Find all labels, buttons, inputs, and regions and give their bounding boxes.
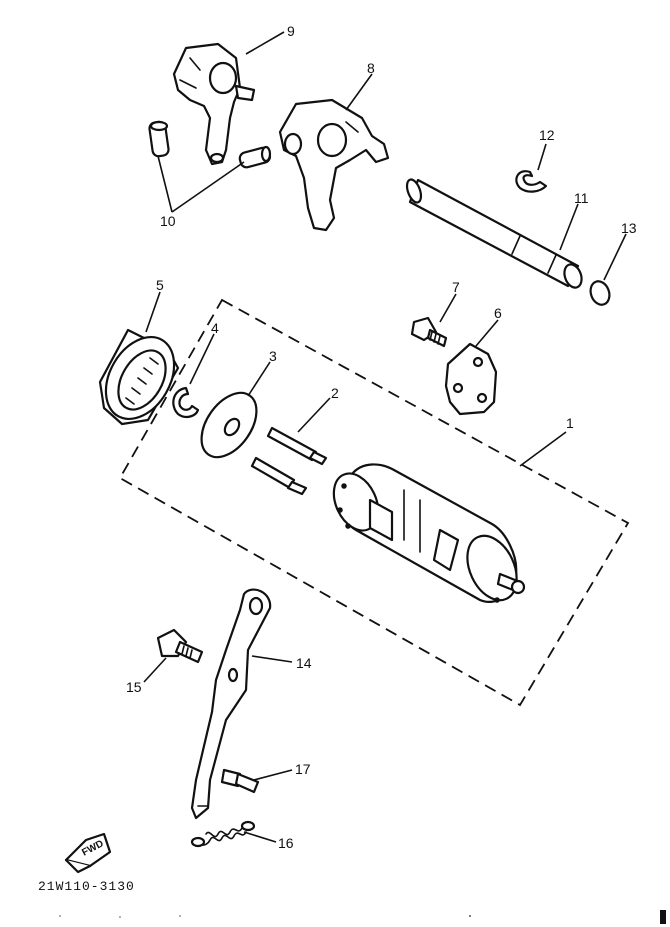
shift-drum-1	[332, 463, 526, 603]
label-1: 1	[566, 415, 574, 431]
label-7: 7	[452, 279, 460, 295]
stopper-plate-6	[444, 342, 498, 416]
label-10: 10	[160, 213, 176, 229]
label-2: 2	[331, 385, 339, 401]
guide-pin-10b	[238, 145, 272, 169]
pin-2a	[266, 426, 328, 466]
fwd-arrow-icon: FWD	[64, 832, 112, 874]
scan-noise	[59, 910, 666, 924]
label-12: 12	[539, 127, 555, 143]
o-ring-13	[589, 280, 611, 306]
bolt-15	[156, 628, 204, 664]
label-8: 8	[367, 60, 375, 76]
pin-2b	[250, 456, 308, 496]
label-9: 9	[287, 23, 295, 39]
label-17: 17	[295, 761, 311, 777]
guide-pin-10a	[148, 120, 170, 158]
label-6: 6	[494, 305, 502, 321]
bolt-7	[410, 316, 448, 348]
circlip-12	[515, 170, 548, 193]
diagram-code: 21W110-3130	[38, 879, 135, 894]
assembly-group-outline	[118, 298, 630, 707]
label-15: 15	[126, 679, 142, 695]
spring-16	[190, 820, 256, 848]
circlip-4	[172, 386, 200, 419]
shift-fork-8	[278, 98, 390, 232]
label-16: 16	[278, 835, 294, 851]
label-14: 14	[296, 655, 312, 671]
washer-3	[200, 391, 258, 459]
pin-17	[220, 768, 260, 794]
label-5: 5	[156, 277, 164, 293]
leader-lines	[143, 31, 627, 843]
shift-arm-14	[190, 588, 272, 820]
bearing-5	[98, 328, 180, 426]
label-4: 4	[211, 320, 219, 336]
label-3: 3	[269, 348, 277, 364]
label-11: 11	[574, 190, 589, 206]
label-13: 13	[621, 220, 637, 236]
shift-fork-9	[172, 42, 256, 166]
shift-shaft-11	[405, 178, 583, 289]
